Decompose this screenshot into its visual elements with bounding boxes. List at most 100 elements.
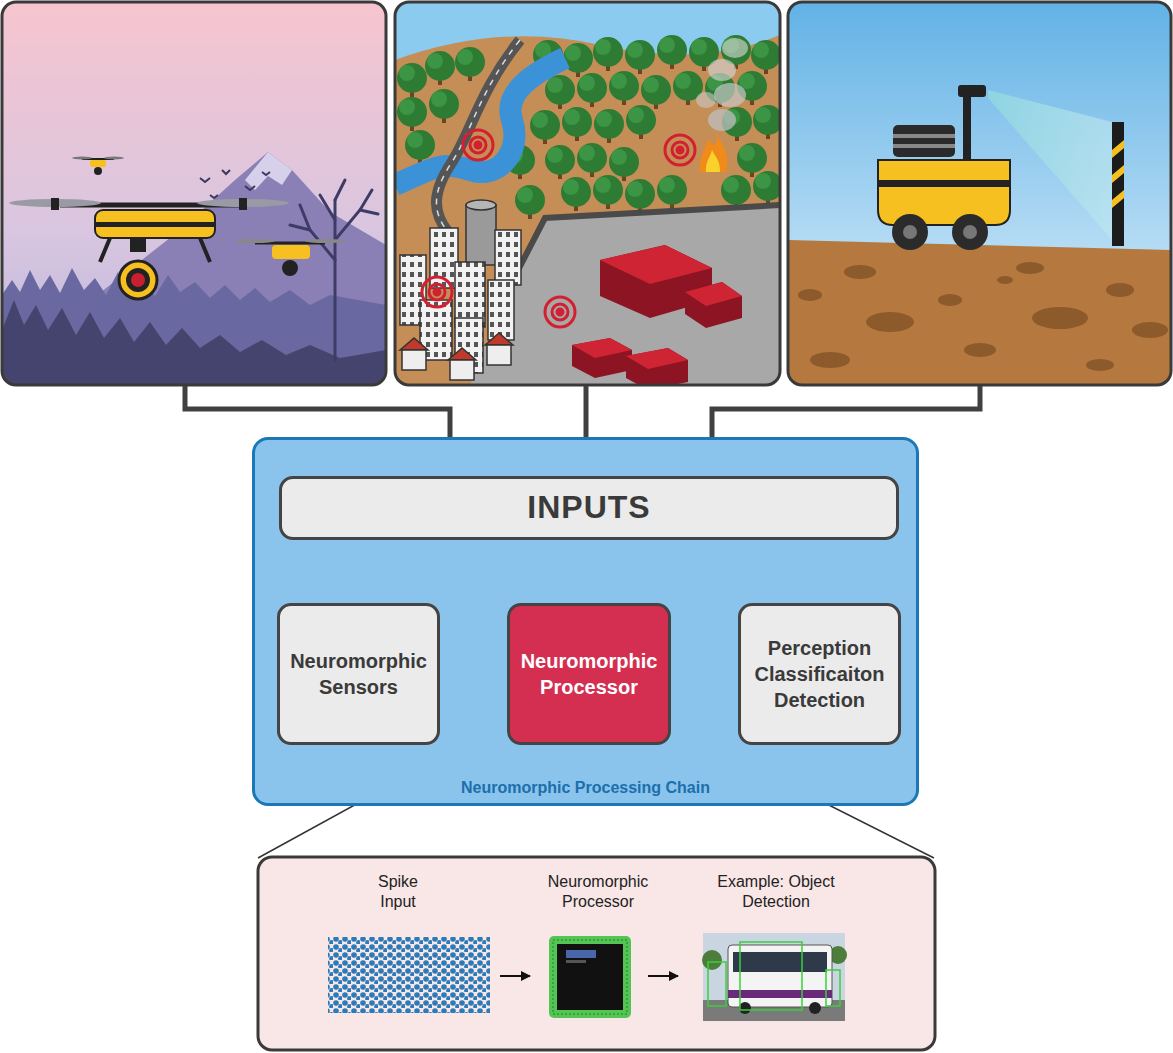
fire: [706, 150, 720, 172]
city: [488, 280, 514, 340]
city: [450, 360, 474, 380]
forest: [609, 71, 639, 105]
detection-photo: [739, 1002, 751, 1014]
alert-target: [422, 130, 695, 327]
industrial-area: [685, 282, 742, 328]
rover-scene: [788, 2, 1171, 385]
drone: [72, 157, 124, 176]
detection-photo: [733, 952, 827, 972]
forest: [577, 73, 607, 107]
caption-label: Neuromorphic Processor: [528, 872, 668, 912]
drone: [235, 239, 275, 243]
detection-photo: [740, 942, 802, 1010]
drone-scene: [2, 2, 386, 385]
rover-scene: [997, 276, 1013, 284]
drone: [272, 245, 310, 259]
forest: [562, 107, 592, 141]
forest: [545, 145, 575, 179]
forest: [751, 40, 780, 74]
rover: [893, 125, 955, 157]
detection-photo: [809, 1002, 821, 1014]
drone: [100, 238, 210, 262]
map-scene: [395, 35, 780, 385]
forest: [563, 43, 593, 77]
rover-scene: [844, 265, 876, 279]
city: [485, 333, 513, 345]
drone: [104, 157, 124, 160]
rover: [958, 85, 986, 97]
forest: [397, 63, 427, 97]
drone: [94, 167, 102, 175]
fire: [708, 109, 736, 131]
detection-photo: [728, 990, 832, 998]
forest: [625, 40, 655, 74]
flow-arrow: [500, 975, 530, 977]
city: [448, 348, 476, 360]
industrial-area: [626, 348, 688, 369]
drone: [239, 198, 247, 210]
forest: [425, 51, 455, 85]
forest: [545, 75, 575, 109]
pole: [1112, 140, 1124, 208]
drone-scene: [245, 186, 255, 190]
forest: [626, 105, 656, 139]
forest: [397, 35, 780, 219]
industrial-area: [470, 205, 780, 385]
caption-label: Spike Input: [358, 872, 438, 912]
rover-scene: [964, 343, 996, 357]
drone: [51, 198, 59, 210]
rover-scene: [1032, 307, 1088, 329]
detail-panel: [258, 857, 935, 1050]
industrial-area: [470, 205, 780, 385]
industrial-area: [626, 348, 688, 385]
drone: [95, 222, 215, 227]
forest: [609, 147, 639, 181]
flow-arrow: [648, 975, 678, 977]
process-box: Perception Classificaiton Detection: [738, 603, 901, 745]
forest: [753, 171, 780, 205]
drone: [126, 268, 150, 292]
drone-scene: [262, 172, 270, 175]
drone: [131, 273, 145, 287]
processor-box: Neuromorphic Processor: [507, 603, 671, 745]
detection-photo: [702, 950, 722, 970]
drone-scene: [200, 170, 270, 198]
forest: [594, 109, 624, 143]
industrial-area: [572, 338, 632, 378]
forest: [593, 37, 623, 71]
forest: [737, 143, 767, 177]
rover-scene: [1086, 359, 1114, 371]
rover-scene: [810, 352, 850, 368]
drone-scene: [335, 180, 345, 200]
forest: [530, 110, 560, 144]
rover: [878, 85, 1010, 250]
rover: [892, 214, 928, 250]
alert-target: [677, 147, 683, 153]
map-scene: [395, 2, 780, 385]
alert-target: [557, 309, 563, 315]
rover: [952, 214, 988, 250]
forest: [429, 89, 459, 123]
chip: [566, 950, 596, 958]
alert-target: [672, 142, 688, 158]
city: [487, 345, 511, 365]
chip: [557, 944, 623, 1010]
drone: [130, 238, 146, 252]
city: [466, 200, 496, 210]
spike-raster: [328, 937, 490, 1013]
drone: [9, 198, 289, 299]
chip: [553, 940, 627, 1014]
forest: [593, 175, 623, 209]
drone-scene: [2, 2, 386, 385]
drone: [305, 239, 345, 243]
drone: [235, 239, 345, 276]
alert-target: [552, 304, 568, 320]
rover-scene: [1132, 322, 1168, 338]
rover: [878, 180, 1010, 187]
forest: [625, 179, 655, 213]
forest: [397, 97, 427, 131]
drone: [95, 210, 215, 238]
forest: [577, 143, 607, 177]
rover: [878, 160, 1010, 225]
chain-panel: Neuromorphic Processing ChainINPUTSNeuro…: [252, 437, 919, 806]
